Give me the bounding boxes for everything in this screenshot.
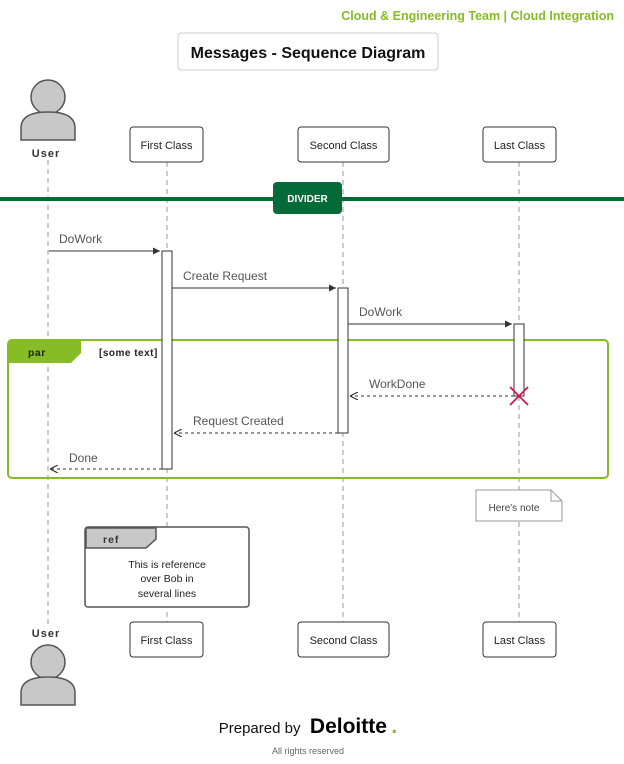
- ref-line-3: several lines: [138, 588, 196, 600]
- message-3-label: DoWork: [359, 305, 403, 319]
- participant-first-class-label: First Class: [141, 140, 193, 152]
- rights-text: All rights reserved: [272, 746, 344, 756]
- ref-fragment: ref This is reference over Bob in severa…: [84, 526, 250, 608]
- par-tag: par: [28, 347, 46, 359]
- ref-line-2: over Bob in: [140, 573, 193, 585]
- participant-second-class-bottom: Second Class: [297, 621, 390, 658]
- note: Here's note: [475, 489, 563, 522]
- message-6-label: Done: [69, 451, 98, 465]
- message-1: DoWork: [49, 232, 160, 255]
- prepared-by-text: Prepared by: [219, 720, 301, 737]
- activation-last-class: [513, 323, 525, 397]
- participant-last-class-top: Last Class: [482, 126, 557, 163]
- participant-second-class-top: Second Class: [297, 126, 390, 163]
- participant-first-class-label-bottom: First Class: [141, 635, 193, 647]
- par-condition: [some text]: [99, 348, 158, 359]
- ref-line-1: This is reference: [128, 559, 206, 571]
- divider-label: DIVIDER: [287, 194, 328, 205]
- participant-second-class-label-bottom: Second Class: [310, 635, 378, 647]
- par-fragment: par [some text]: [7, 339, 609, 479]
- destroy-x-icon: [509, 386, 529, 406]
- deloitte-logo-dot: .: [391, 715, 397, 738]
- divider: DIVIDER: [0, 182, 624, 214]
- user-label-top: User: [32, 148, 60, 160]
- message-2: Create Request: [172, 269, 336, 292]
- diagram-title-box: Messages - Sequence Diagram: [177, 32, 439, 71]
- participant-first-class-bottom: First Class: [129, 621, 204, 658]
- prepared-by-footer: Prepared by Deloitte .: [219, 715, 397, 738]
- user-actor-top: [20, 79, 76, 141]
- message-5: Request Created: [174, 414, 338, 433]
- message-1-label: DoWork: [59, 232, 103, 246]
- participant-last-class-bottom: Last Class: [482, 621, 557, 658]
- participant-last-class-label-bottom: Last Class: [494, 635, 546, 647]
- message-4: WorkDone: [350, 377, 514, 396]
- activation-second-class: [337, 287, 349, 434]
- message-2-label: Create Request: [183, 269, 268, 283]
- message-3: DoWork: [348, 305, 512, 328]
- diagram-title: Messages - Sequence Diagram: [191, 45, 426, 62]
- user-label-bottom: User: [32, 628, 60, 640]
- message-4-label: WorkDone: [369, 377, 426, 391]
- ref-tag: ref: [103, 534, 119, 546]
- participant-last-class-label: Last Class: [494, 140, 546, 152]
- activation-first-class: [161, 250, 173, 470]
- deloitte-logo-text: Deloitte: [310, 715, 387, 738]
- note-text: Here's note: [489, 503, 540, 514]
- team-header: Cloud & Engineering Team | Cloud Integra…: [341, 9, 614, 23]
- participant-second-class-label: Second Class: [310, 140, 378, 152]
- message-5-label: Request Created: [193, 414, 284, 428]
- message-6: Done: [50, 451, 162, 469]
- participant-first-class-top: First Class: [129, 126, 204, 163]
- user-actor-bottom: [20, 644, 76, 706]
